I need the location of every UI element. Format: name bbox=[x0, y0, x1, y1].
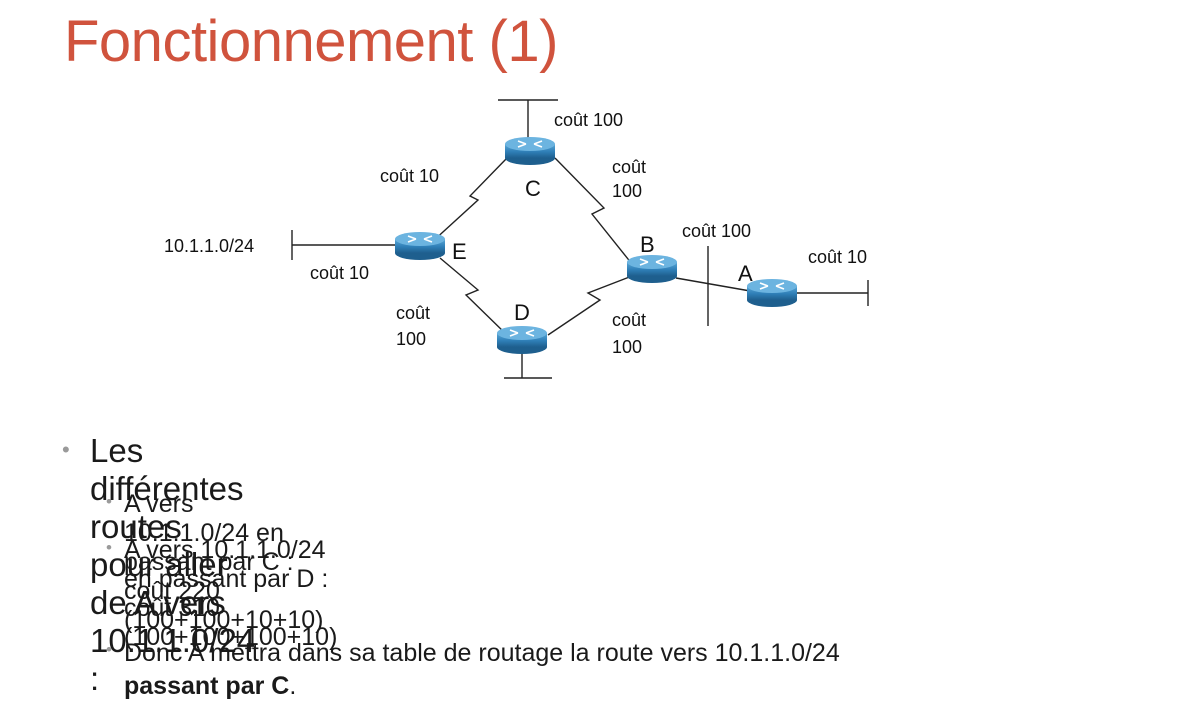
node-label-a: A bbox=[738, 261, 753, 286]
cost-a-stub: coût 10 bbox=[808, 247, 867, 267]
bullet-dot: • bbox=[106, 640, 112, 659]
conclusion-line1: Donc A mettra dans sa table de routage l… bbox=[124, 639, 840, 667]
network-label: 10.1.1.0/24 bbox=[164, 236, 254, 256]
slide-title: Fonctionnement (1) bbox=[64, 9, 558, 74]
cost-d-b-line1: coût bbox=[612, 310, 646, 330]
conclusion-bold: passant par C bbox=[124, 672, 290, 700]
bullet-route-c: A vers 10.1.1.0/24 en passant par C : co… bbox=[124, 490, 324, 634]
router-c-icon bbox=[505, 137, 555, 165]
cost-b-a: coût 100 bbox=[682, 221, 751, 241]
node-label-b: B bbox=[640, 232, 655, 257]
bullet-dot: • bbox=[106, 538, 112, 557]
router-d-icon bbox=[497, 326, 547, 354]
node-label-d: D bbox=[514, 300, 530, 325]
cost-c-stub: coût 100 bbox=[554, 110, 623, 130]
cost-c-b-line2: 100 bbox=[612, 181, 642, 201]
bullet-dot: • bbox=[62, 437, 70, 462]
cost-c-b-line1: coût bbox=[612, 157, 646, 177]
cost-e-stub: coût 10 bbox=[310, 263, 369, 283]
node-label-c: C bbox=[525, 176, 541, 201]
bullet-main: Les différentes routes pour aller de A v… bbox=[90, 432, 256, 697]
cost-d-b-line2: 100 bbox=[612, 337, 642, 357]
router-b-icon bbox=[627, 255, 677, 283]
conclusion-end: . bbox=[289, 672, 297, 700]
bullet-conclusion: Donc A mettra dans sa table de routage l… bbox=[124, 637, 1164, 703]
cost-e-d-line1: coût bbox=[396, 303, 430, 323]
node-label-e: E bbox=[452, 239, 467, 264]
router-e-icon bbox=[395, 232, 445, 260]
router-a-icon bbox=[747, 279, 797, 307]
network-links bbox=[291, 99, 869, 379]
bullet-dot: • bbox=[106, 492, 112, 511]
bullet-route-d: A vers 10.1.1.0/24 en passant par D : co… bbox=[124, 536, 338, 651]
cost-e-c: coût 10 bbox=[380, 166, 439, 186]
cost-e-d-line2: 100 bbox=[396, 329, 426, 349]
